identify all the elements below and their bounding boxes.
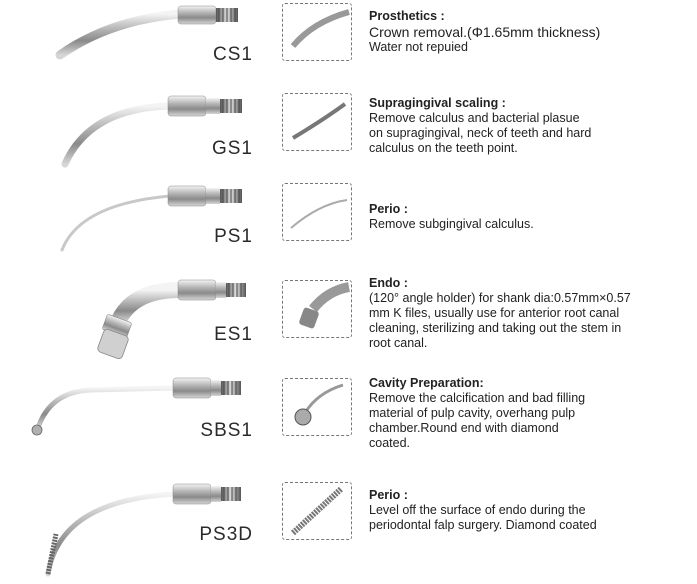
tip-title: Perio : xyxy=(369,488,408,502)
tip-description: Cavity Preparation: Remove the calcifica… xyxy=(369,376,694,451)
tip-line: material of pulp cavity, overhang pulp xyxy=(369,406,576,420)
tip-line: on supragingival, neck of teeth and hard xyxy=(369,126,592,140)
tip-description: Endo : (120° angle holder) for shank dia… xyxy=(369,276,694,351)
tip-row-cs1: CS1 Prosthetics : Crown removal.(Φ1.65mm… xyxy=(0,0,697,96)
tip-code: CS1 xyxy=(213,44,253,65)
tip-line: root canal. xyxy=(369,336,428,350)
ps1-tip-image: PS1 xyxy=(0,180,265,276)
ps1-closeup-image xyxy=(282,183,352,241)
ps3d-tip-image: PS3D xyxy=(0,474,265,584)
tip-row-es1: ES1 Endo : (120° angle holder) for shank… xyxy=(0,272,697,368)
tip-line: (120° angle holder) for shank dia:0.57mm… xyxy=(369,291,631,305)
tip-row-ps3d: PS3D Perio : Level off the surface of en… xyxy=(0,474,697,584)
tip-description: Prosthetics : Crown removal.(Φ1.65mm thi… xyxy=(369,9,694,55)
tip-line: Remove the calcification and bad filling xyxy=(369,391,586,405)
tip-line: calculus on the teeth point. xyxy=(369,141,518,155)
tip-line: coated. xyxy=(369,436,411,450)
tip-title: Endo : xyxy=(369,276,408,290)
cs1-tip-image: CS1 xyxy=(0,0,265,96)
tip-code: GS1 xyxy=(211,138,253,159)
tip-description: Perio : Remove subgingival calculus. xyxy=(369,202,694,232)
ps3d-closeup-image xyxy=(282,482,352,540)
tip-title: Cavity Preparation: xyxy=(369,376,484,390)
tip-line: periodontal falp surgery. Diamond coated xyxy=(369,518,597,532)
tip-line: Remove subgingival calculus. xyxy=(369,217,534,231)
tip-line: Level off the surface of endo during the xyxy=(369,503,586,517)
tip-line: chamber.Round end with diamond xyxy=(369,421,559,435)
tip-description: Perio : Level off the surface of endo du… xyxy=(369,488,694,533)
es1-tip-image: ES1 xyxy=(0,272,265,368)
tip-code: PS1 xyxy=(214,226,253,247)
tip-code: ES1 xyxy=(214,324,253,345)
tip-line: Crown removal.(Φ1.65mm thickness) xyxy=(369,24,601,40)
tip-description: Supragingival scaling : Remove calculus … xyxy=(369,96,694,156)
tip-code: PS3D xyxy=(199,524,253,545)
tip-code: SBS1 xyxy=(200,420,253,441)
sbs1-tip-image: SBS1 xyxy=(0,370,265,466)
tip-line: mm K files, usually use for anterior roo… xyxy=(369,306,620,320)
tip-title: Supragingival scaling : xyxy=(369,96,506,110)
tip-row-ps1: PS1 Perio : Remove subgingival calculus. xyxy=(0,180,697,276)
gs1-closeup-image xyxy=(282,93,352,151)
tip-line: Remove calculus and bacterial plasue xyxy=(369,111,580,125)
sbs1-closeup-image xyxy=(282,378,352,436)
tip-line: Water not repuied xyxy=(369,40,468,54)
es1-closeup-image xyxy=(282,280,352,338)
tip-row-gs1: GS1 Supragingival scaling : Remove calcu… xyxy=(0,88,697,184)
tip-title: Perio : xyxy=(369,202,408,216)
tip-line: cleaning, sterilizing and taking out the… xyxy=(369,321,622,335)
tip-row-sbs1: SBS1 Cavity Preparation: Remove the calc… xyxy=(0,370,697,466)
cs1-closeup-image xyxy=(282,3,352,61)
tip-title: Prosthetics : xyxy=(369,9,445,23)
gs1-tip-image: GS1 xyxy=(0,88,265,184)
